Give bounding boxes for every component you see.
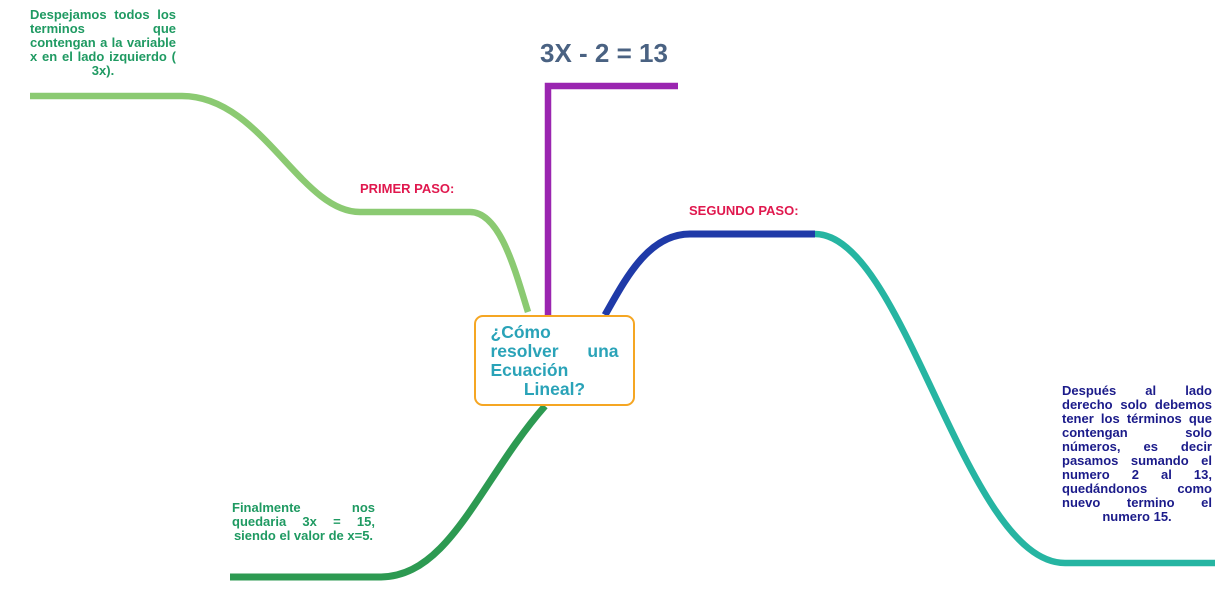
primer-paso-label: PRIMER PASO: [360,181,455,196]
central-topic-text: ¿Cómo resolver una Ecuación Lineal? [490,321,619,399]
equation-branch [544,82,678,315]
step2-text: Después al lado derecho solo debemos ten… [1062,383,1212,524]
central-topic-node[interactable]: ¿Cómo resolver una Ecuación Lineal? [474,315,635,406]
step1-text: Despejamos todos los terminos que conten… [30,7,176,78]
segundo-paso-branch-blue [601,230,815,317]
segundo-paso-branch-teal [814,230,1215,567]
final-branch [230,403,548,581]
final-text: Finalmente nos quedaria 3x = 15, siendo … [232,500,375,543]
primer-paso-branch [30,92,532,313]
equation-title: 3X - 2 = 13 [540,38,668,68]
segundo-paso-label: SEGUNDO PASO: [689,203,799,218]
